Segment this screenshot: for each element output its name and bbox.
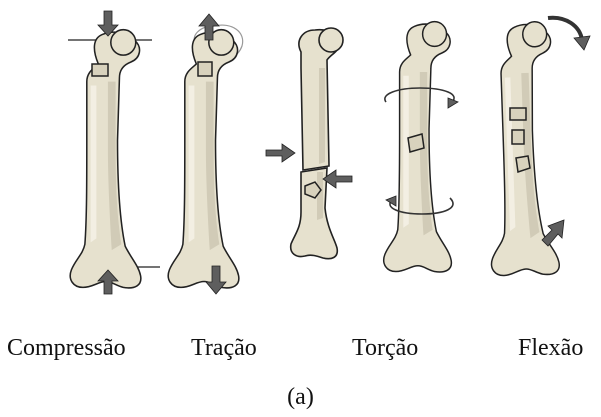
label-compressao: Compressão <box>7 334 126 362</box>
bone-illustrations <box>0 0 601 300</box>
bending-arrows-icon <box>542 18 590 246</box>
bone-tension <box>168 14 242 294</box>
label-flexao: Flexão <box>518 334 583 362</box>
label-tracao: Tração <box>191 334 257 362</box>
figure-caption: (a) <box>0 383 601 411</box>
label-torcao: Torção <box>352 334 418 362</box>
stress-square <box>92 64 108 76</box>
bone-torsion <box>384 22 458 272</box>
stress-square <box>198 62 212 76</box>
bone-fractured-shear <box>266 28 352 259</box>
stress-square <box>512 130 524 144</box>
bone-bending <box>483 18 590 277</box>
stress-square <box>408 134 424 152</box>
stress-square <box>510 108 526 120</box>
bone-compression <box>68 11 160 294</box>
